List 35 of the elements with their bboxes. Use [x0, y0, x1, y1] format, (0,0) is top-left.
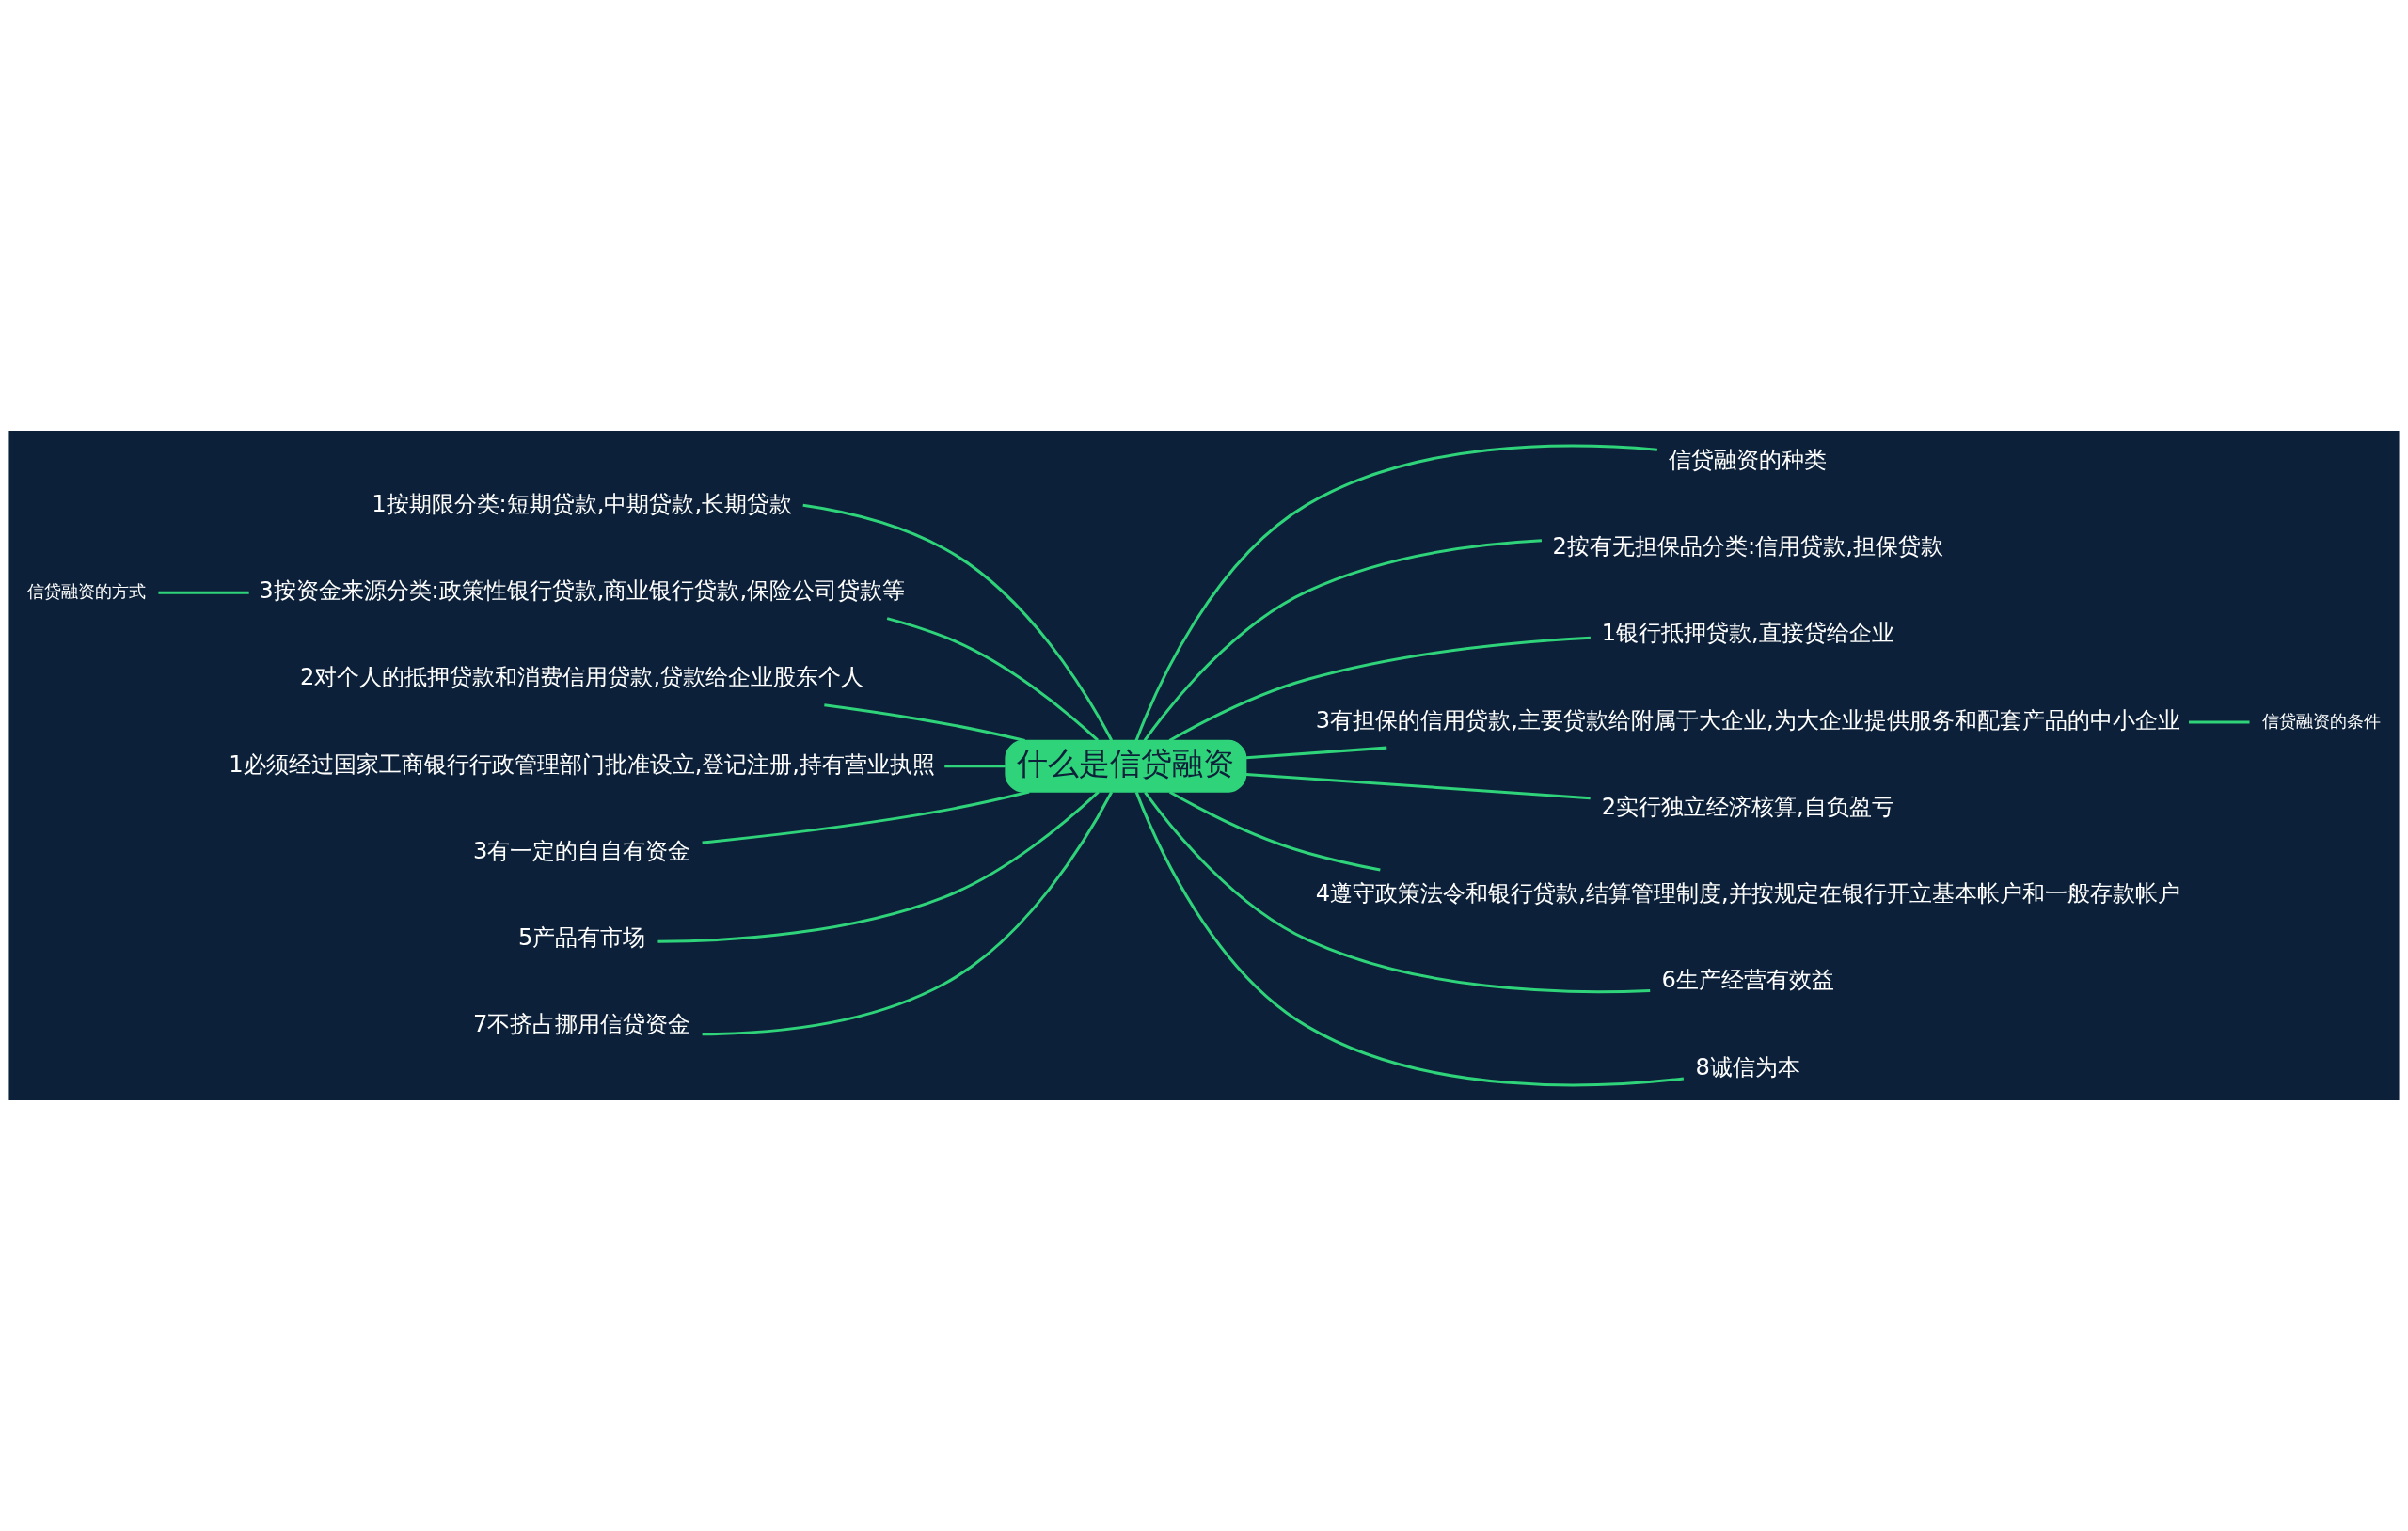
node-text: 信贷融资的种类 — [1669, 447, 1828, 473]
node-text: 3有一定的自自有资金 — [472, 837, 691, 864]
connector — [1134, 791, 1685, 1087]
connector — [886, 617, 1100, 742]
node-text: 信贷融资的条件 — [2262, 710, 2382, 731]
connector — [824, 703, 1025, 742]
node-text: 1银行抵押贷款,直接贷给企业 — [1601, 620, 1894, 647]
node-box: 什么是信贷融资 — [1005, 739, 1247, 793]
node-text: 1按期限分类:短期贷款,中期贷款,长期贷款 — [372, 490, 793, 517]
connector — [1168, 790, 1381, 872]
node-text: 5产品有市场 — [517, 923, 646, 951]
node-text: 2对个人的抵押贷款和消费信用贷款,贷款给企业股东个人 — [300, 664, 864, 691]
node-text: 3有担保的信用贷款,主要贷款给附属于大企业,为大企业提供服务和配套产品的中小企业 — [1315, 706, 2180, 734]
connector — [158, 591, 249, 594]
connector — [1245, 772, 1591, 800]
connector — [1168, 636, 1591, 742]
node-text: 4遵守政策法令和银行贷款,结算管理制度,并按规定在银行开立基本帐户和一般存款帐户 — [1315, 880, 2180, 908]
connector — [702, 791, 1114, 1036]
connector — [1143, 539, 1543, 742]
node-text: 7不挤占挪用信贷资金 — [472, 1011, 691, 1038]
connector — [657, 791, 1100, 943]
node-text: 2按有无担保品分类:信用贷款,担保贷款 — [1552, 533, 1943, 560]
connector — [944, 765, 1006, 768]
node-text: 2实行独立经济核算,自负盈亏 — [1601, 793, 1894, 820]
node-text: 信贷融资的方式 — [26, 581, 146, 602]
node-text: 3按资金来源分类:政策性银行贷款,商业银行贷款,保险公司贷款等 — [259, 577, 906, 605]
node-text: 8诚信为本 — [1695, 1053, 1800, 1081]
node-text: 1必须经过国家工商银行行政管理部门批准设立,登记注册,持有营业执照 — [229, 750, 936, 778]
connector — [2189, 720, 2250, 724]
connector — [802, 503, 1114, 741]
connector — [1134, 444, 1657, 742]
node-text: 6生产经营有效益 — [1661, 967, 1834, 994]
connector — [1144, 791, 1651, 994]
connector — [1245, 746, 1387, 760]
connector — [702, 790, 1030, 844]
